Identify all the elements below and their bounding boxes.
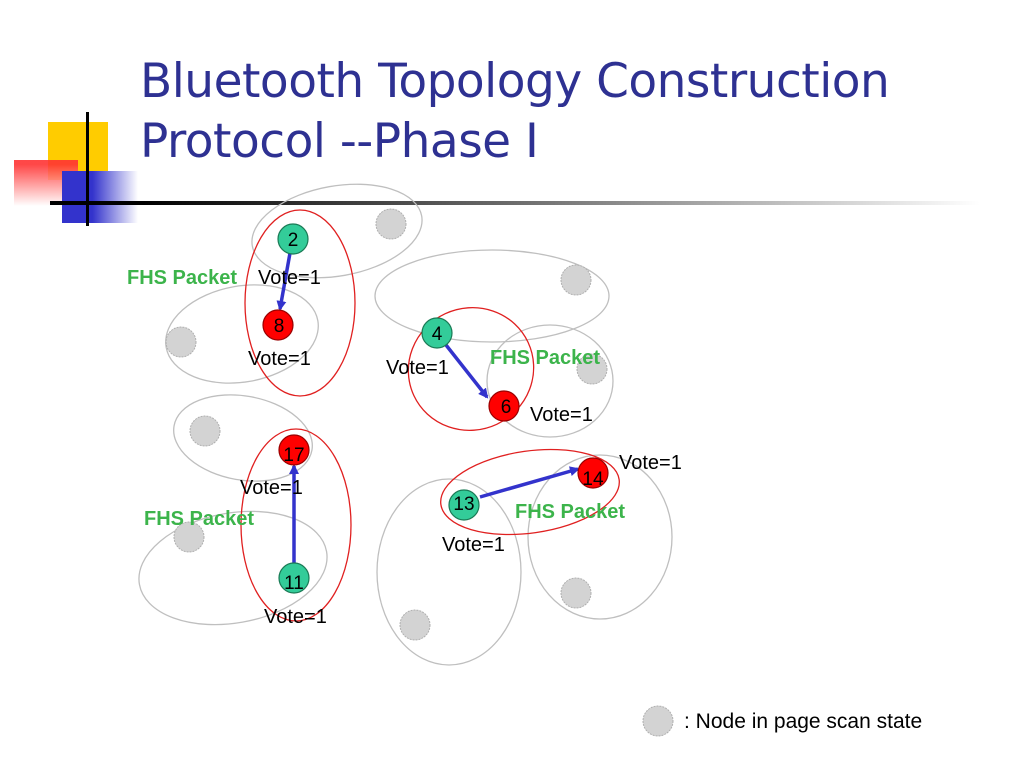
vote-label-node-6: Vote=1 (530, 404, 593, 426)
piconet-outline (240, 428, 352, 622)
title-line-1: Bluetooth Topology Construction (140, 54, 890, 109)
fhs-labels: FHS Packet FHS Packet FHS Packet FHS Pac… (127, 267, 625, 530)
decor-blue-square (62, 171, 138, 223)
page-scan-node-icon (375, 208, 407, 240)
vote-label-node-17: Vote=1 (240, 477, 303, 499)
node-number: 8 (274, 316, 285, 337)
page-scan-nodes (165, 208, 608, 641)
node-8: 8 (262, 309, 294, 341)
range-outline (173, 394, 313, 482)
vote-label-node-14: Vote=1 (619, 452, 682, 474)
node-13: 13 (448, 489, 480, 521)
node-number: 13 (453, 494, 474, 515)
page-scan-node-icon (189, 415, 221, 447)
range-outline (251, 183, 423, 279)
vote-label-node-2: Vote=1 (258, 267, 321, 289)
piconet-outline (244, 209, 356, 397)
slide-title: Bluetooth Topology Construction Protocol… (140, 52, 1010, 172)
fhs-arrow (276, 252, 292, 311)
page-scan-node-icon (173, 521, 205, 553)
node-number: 4 (432, 324, 443, 345)
fhs-label: FHS Packet (127, 267, 237, 289)
slave-node-icon (488, 390, 520, 422)
vote-labels: Vote=1 Vote=1 Vote=1 Vote=1 Vote=1 Vote=… (240, 267, 682, 628)
node-2: 2 (277, 223, 309, 255)
fhs-label: FHS Packet (490, 347, 600, 369)
vote-label-node-11: Vote=1 (264, 606, 327, 628)
master-node-icon (448, 489, 480, 521)
node-11: 11 (278, 562, 310, 594)
node-number: 14 (582, 469, 604, 490)
range-outline (138, 510, 328, 626)
node-14: 14 (577, 457, 609, 490)
vote-label-node-8: Vote=1 (248, 348, 311, 370)
node-number: 17 (283, 445, 304, 466)
master-node-icon (277, 223, 309, 255)
slave-node-icon (262, 309, 294, 341)
range-outline (376, 478, 522, 666)
node-number: 6 (501, 397, 512, 418)
page-scan-node-icon (642, 705, 674, 737)
slave-node-icon (278, 434, 310, 466)
range-outline (527, 454, 673, 620)
piconet-outlines (240, 209, 620, 622)
master-node-icon (421, 317, 453, 349)
page-scan-node-icon (399, 609, 431, 641)
node-6: 6 (488, 390, 520, 422)
piconet-outline (440, 448, 620, 536)
page-scan-node-icon (576, 353, 608, 385)
fhs-arrow (444, 343, 489, 399)
legend: : Node in page scan state (642, 705, 922, 737)
node-number: 11 (284, 573, 304, 594)
page-scan-node-icon (165, 326, 197, 358)
node-number: 2 (288, 230, 299, 251)
title-rule (50, 201, 980, 205)
range-outline (165, 284, 319, 384)
fhs-arrows (276, 252, 580, 566)
decor-vertical-line (86, 112, 89, 226)
node-4: 4 (421, 317, 453, 349)
page-scan-node-icon (560, 577, 592, 609)
master-node-icon (278, 562, 310, 594)
fhs-label: FHS Packet (515, 501, 625, 523)
vote-label-node-4: Vote=1 (386, 357, 449, 379)
range-outline (374, 249, 610, 343)
vote-label-node-13: Vote=1 (442, 534, 505, 556)
slave-node-icon (577, 457, 609, 489)
node-17: 17 (278, 434, 310, 466)
legend-text: : Node in page scan state (684, 710, 922, 733)
title-line-2: Protocol --Phase I (140, 114, 539, 169)
range-outline (486, 324, 614, 438)
piconet-outline (407, 306, 535, 432)
range-outlines (138, 183, 673, 666)
fhs-arrow (479, 466, 580, 499)
page-scan-node-icon (560, 264, 592, 296)
fhs-label: FHS Packet (144, 508, 254, 530)
